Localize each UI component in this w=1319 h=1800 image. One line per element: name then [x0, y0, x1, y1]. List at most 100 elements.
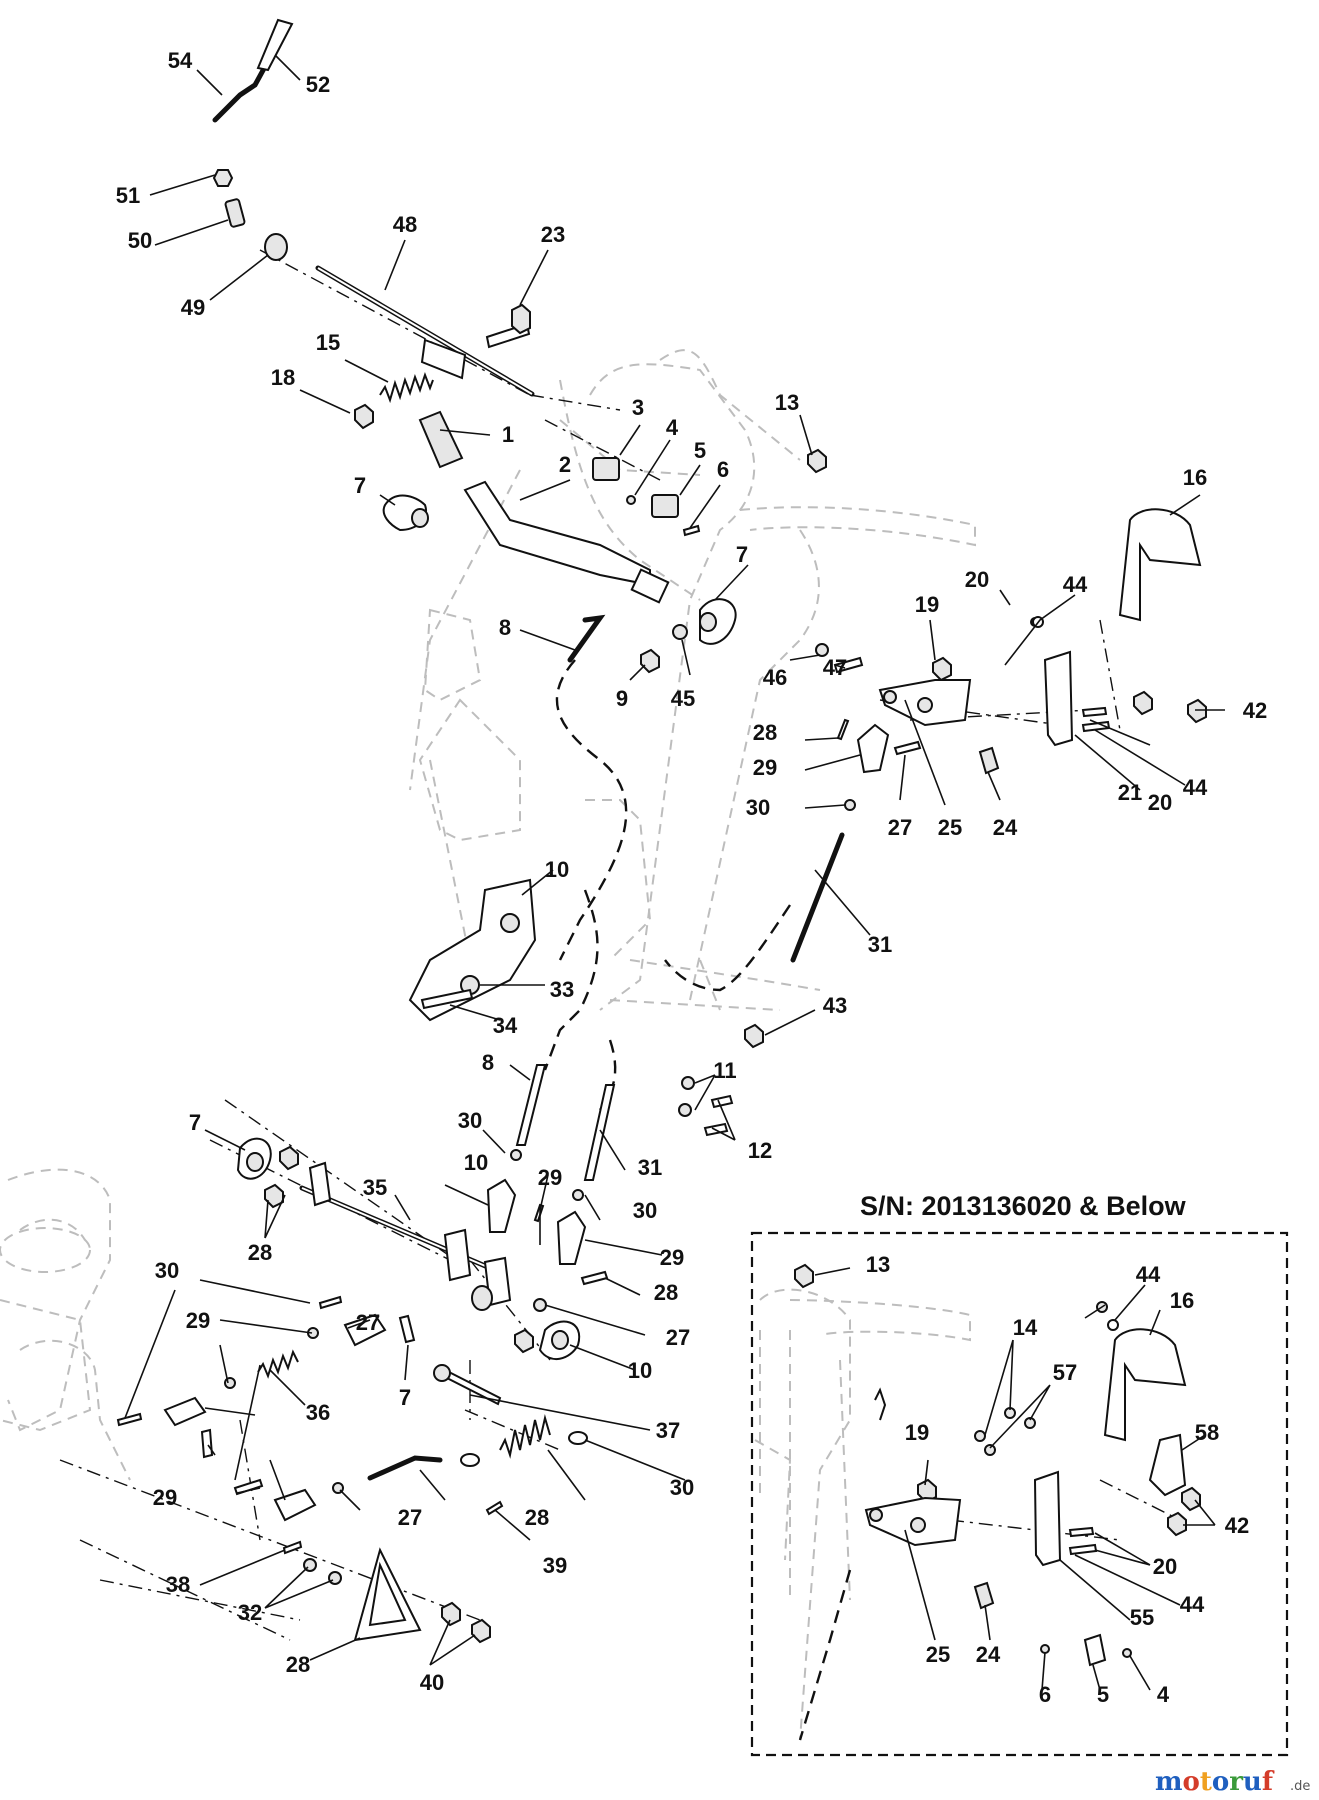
main-callout-10: 10 — [464, 1150, 488, 1175]
main-callout-44: 44 — [1183, 775, 1208, 800]
clevis-29d-part — [343, 1313, 387, 1347]
rod-8a-part — [567, 614, 606, 663]
nut-18-part — [354, 403, 374, 430]
inset-callout-42: 42 — [1225, 1513, 1249, 1538]
main-callout-47: 47 — [823, 655, 847, 680]
clevis-29b-part — [486, 1178, 517, 1233]
main-callout-45: 45 — [671, 686, 695, 711]
bolt-34-part — [420, 988, 474, 1010]
inset-callout-19: 19 — [905, 1420, 929, 1445]
main-callout-44: 44 — [1063, 572, 1088, 597]
inset-callout-57: 57 — [1053, 1360, 1077, 1385]
coupler-50-part — [224, 198, 246, 228]
main-callout-11: 11 — [713, 1058, 736, 1083]
main-callout-7: 7 — [354, 473, 366, 498]
main-callout-28: 28 — [654, 1280, 678, 1305]
nut-30a-part — [844, 799, 856, 811]
main-callout-6: 6 — [717, 457, 729, 482]
screw-6-part — [682, 524, 701, 537]
inset-callout-20: 20 — [1153, 1554, 1177, 1579]
main-callout-20: 20 — [1148, 790, 1172, 815]
screw-4-part — [626, 495, 636, 505]
main-callout-32: 32 — [238, 1600, 262, 1625]
bolt-27d-part — [200, 1428, 214, 1459]
bracket-21-part — [1043, 650, 1074, 747]
main-callout-7: 7 — [736, 542, 748, 567]
main-callout-30: 30 — [746, 795, 770, 820]
bolt-27c-part — [398, 1314, 416, 1344]
main-callout-29: 29 — [660, 1245, 684, 1270]
leader-lines — [124, 54, 1225, 1691]
nut-13-part — [807, 448, 827, 474]
main-callout-29: 29 — [538, 1165, 562, 1190]
main-callout-24: 24 — [993, 815, 1018, 840]
main-callout-7: 7 — [399, 1385, 411, 1410]
main-callout-38: 38 — [166, 1572, 190, 1597]
wm-m: m — [1155, 1767, 1183, 1797]
main-callout-34: 34 — [493, 1013, 518, 1038]
main-callout-28: 28 — [525, 1505, 549, 1530]
main-callout-31: 31 — [638, 1155, 662, 1180]
main-callout-9: 9 — [616, 686, 628, 711]
inset-frame-outline — [754, 1288, 971, 1741]
inset-title: S/N: 2013136020 & Below — [860, 1191, 1187, 1221]
main-callout-40: 40 — [420, 1670, 444, 1695]
main-callout-10: 10 — [628, 1358, 652, 1383]
bushing-49-part — [264, 233, 288, 261]
nut-19-part — [932, 656, 952, 682]
main-callout-28: 28 — [248, 1240, 272, 1265]
bolt-12a-part — [710, 1094, 734, 1109]
pin-28b-part — [533, 1203, 545, 1223]
main-callout-54: 54 — [168, 48, 193, 73]
inset-callout-13: 13 — [866, 1252, 890, 1277]
clevis-29e-part — [163, 1396, 207, 1427]
main-callout-30: 30 — [670, 1475, 694, 1500]
main-callout-28: 28 — [753, 720, 777, 745]
main-callout-27: 27 — [398, 1505, 422, 1530]
inset-callout-44: 44 — [1180, 1592, 1205, 1617]
spring-38-part — [499, 1414, 551, 1459]
main-callout-29: 29 — [153, 1485, 177, 1510]
main-callout-43: 43 — [823, 993, 847, 1018]
main-callout-27: 27 — [356, 1310, 380, 1335]
inset-callout-4: 4 — [1157, 1682, 1170, 1707]
spring-36-part — [257, 1349, 299, 1379]
bolt-47-part — [833, 656, 864, 674]
main-callout-49: 49 — [181, 295, 205, 320]
pin-28d-part — [116, 1412, 143, 1427]
main-callout-29: 29 — [753, 755, 777, 780]
main-callout-30: 30 — [155, 1258, 179, 1283]
main-callout-25: 25 — [938, 815, 962, 840]
clevis-29c-part — [556, 1210, 587, 1265]
main-callout-3: 3 — [632, 395, 644, 420]
brand-watermark: motoruf .de — [1155, 1767, 1310, 1797]
clevis-29f-part — [273, 1488, 317, 1522]
nut-51-part — [212, 169, 234, 187]
main-callout-36: 36 — [306, 1400, 330, 1425]
lever-2-part — [463, 480, 651, 587]
main-callout-15: 15 — [316, 330, 340, 355]
bolt-27b-part — [580, 1270, 609, 1286]
inset-callout-58: 58 — [1195, 1420, 1219, 1445]
main-callout-50: 50 — [128, 228, 152, 253]
pin-28f-part — [485, 1500, 504, 1516]
tractor-frame-outline — [7, 349, 976, 1481]
main-callout-30: 30 — [633, 1198, 657, 1223]
main-callout-35: 35 — [363, 1175, 387, 1200]
main-callout-19: 19 — [915, 592, 939, 617]
main-callout-28: 28 — [286, 1652, 310, 1677]
rod-31b-part — [583, 1084, 616, 1181]
seat-bracket-16-part — [1118, 508, 1202, 622]
main-callout-37: 37 — [656, 1418, 680, 1443]
main-callout-27: 27 — [666, 1325, 690, 1350]
main-callout-52: 52 — [306, 72, 330, 97]
inset-callout-44: 44 — [1136, 1262, 1161, 1287]
washer-46-part — [815, 643, 829, 657]
main-callout-2: 2 — [559, 452, 571, 477]
main-callout-31: 31 — [868, 932, 892, 957]
rod-8b-part — [515, 1064, 547, 1146]
main-callout-13: 13 — [775, 390, 799, 415]
main-callout-39: 39 — [543, 1553, 567, 1578]
